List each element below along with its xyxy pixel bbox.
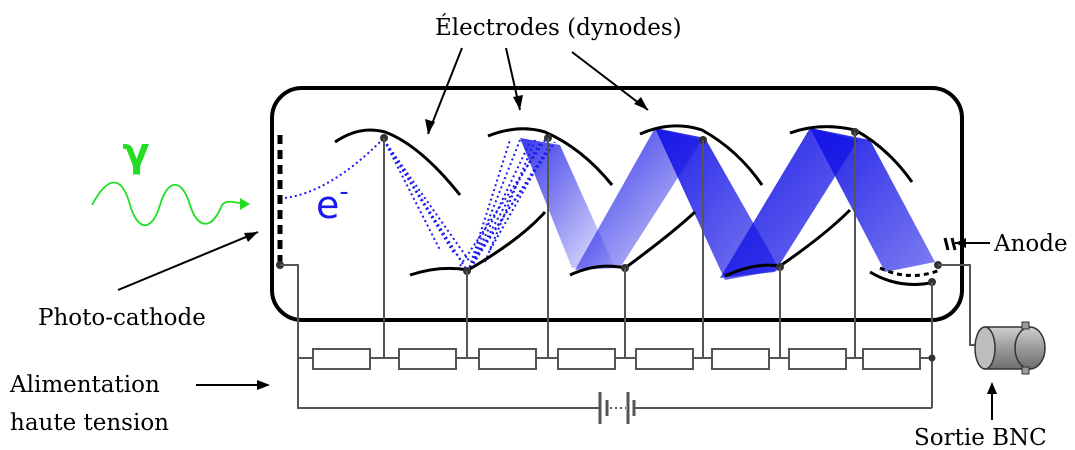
trajectory-d1-d2 xyxy=(383,139,456,256)
beam-5-6 xyxy=(720,128,858,278)
trajectory-d1-d2 xyxy=(383,139,441,251)
output-label: Sortie BNC xyxy=(914,425,1047,450)
electrodes-label: Électrodes (dynodes) xyxy=(435,14,682,41)
resistor xyxy=(557,348,616,370)
resistor xyxy=(398,348,457,370)
trajectory-d1-d2 xyxy=(383,139,463,263)
supply-label-line2: haute tension xyxy=(10,410,169,436)
photon-wave xyxy=(91,181,250,226)
beam-3-4 xyxy=(575,128,702,270)
resistor-chain xyxy=(312,348,921,370)
resistor xyxy=(711,348,770,370)
resistor xyxy=(862,348,921,370)
trajectory-d2-d3 xyxy=(459,139,546,267)
trajectory-cathode-dynode1 xyxy=(284,139,383,199)
beam-2-3 xyxy=(520,138,615,268)
battery-symbol xyxy=(598,392,636,424)
trajectory-d2-d3 xyxy=(484,139,536,263)
resistor xyxy=(788,348,847,370)
anode-label: Anode xyxy=(993,231,1068,257)
arrowheads xyxy=(244,95,997,394)
dynode-1 xyxy=(334,128,462,196)
electron-beams xyxy=(520,128,935,280)
resistor xyxy=(478,348,537,370)
anode-electrode xyxy=(879,237,957,277)
supply-label-line1: Alimentation xyxy=(9,372,160,398)
gamma-symbol: γ xyxy=(122,130,149,176)
beam-6-7 xyxy=(810,128,935,272)
resistor xyxy=(312,348,371,370)
resistor xyxy=(635,348,694,370)
tube-envelope xyxy=(270,86,964,322)
trajectory-d2-d3 xyxy=(467,141,531,273)
electron-trajectories xyxy=(284,139,556,273)
trajectory-d2-d3 xyxy=(467,139,511,273)
bnc-connector xyxy=(974,321,1046,375)
trajectory-d2-d3 xyxy=(467,139,521,273)
photocathode-label: Photo-cathode xyxy=(38,305,206,331)
dynode-3 xyxy=(487,127,614,186)
electron-label: e- xyxy=(316,177,349,227)
dynode-5 xyxy=(639,124,764,186)
trajectory-d2-d3 xyxy=(474,141,556,259)
junction-dot xyxy=(928,354,936,362)
